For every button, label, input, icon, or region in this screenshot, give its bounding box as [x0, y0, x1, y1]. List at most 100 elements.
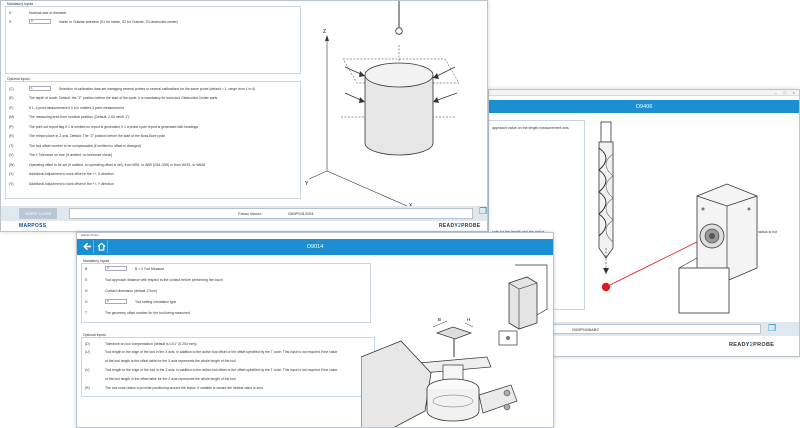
parameter-code: G	[85, 299, 88, 304]
close-button[interactable]: ×	[792, 90, 795, 95]
macro-label: Fanuc Macro	[238, 211, 262, 216]
macro-name: G65P9312051	[288, 211, 314, 216]
tool-setter-drawing	[598, 121, 758, 314]
input-row: G 0 Tool setting orientation type	[85, 299, 176, 304]
input-row: of the tool length is the offset table f…	[85, 359, 236, 364]
parameter-code: (R)	[85, 385, 90, 390]
ready-probe-logo: READY2PROBE	[729, 342, 775, 348]
parameter-description: Tool length to the edge of the tool in t…	[105, 367, 338, 372]
parameter-select[interactable]: 3	[29, 19, 51, 24]
parameter-code: (C)	[9, 86, 14, 91]
parameter-description: The geometry offset number for the tool …	[105, 310, 190, 315]
input-row: T The geometry offset number for the tool…	[85, 310, 190, 315]
dimension-h-label: H	[467, 317, 470, 322]
boss-cylinder-drawing: Z X Y	[305, 1, 460, 209]
input-row: (V)Tool length to the edge of the tool i…	[85, 367, 337, 372]
window-chrome: – □ ×	[489, 90, 799, 96]
home-button[interactable]	[95, 240, 108, 253]
parameter-description: Operating offset to be set (if omitted, …	[29, 162, 206, 167]
input-row: (Y)Additional Adjustment to work offset …	[9, 181, 114, 186]
parameter-code: S	[9, 19, 12, 24]
input-row: (C) 1 Selection of calibration data set ma…	[9, 86, 255, 91]
parameter-description: The tool nose radius to provide position…	[105, 385, 265, 390]
axis-y-label: Y	[305, 181, 309, 187]
parameter-code: (E)	[9, 96, 14, 100]
maximize-button[interactable]: □	[783, 90, 786, 95]
parameter-description: Additional Adjustment to work offset in …	[29, 172, 114, 176]
mandatory-inputs-label: Mandatory Inputs	[7, 2, 34, 6]
window-o9014: Mazak Probe O9014 Mandatory Inputs B 0 B =…	[76, 232, 554, 428]
window-boss-bore: Mandatory Inputs D Nominal size or diamet…	[0, 0, 488, 232]
axis-z-label: Z	[323, 29, 326, 35]
parameter-code: (D)	[85, 341, 90, 346]
dimension-b-label: B	[438, 317, 441, 322]
title-bar: O9406	[489, 100, 799, 113]
parameter-description: Tool length in the edge of the tool in t…	[105, 350, 338, 355]
parameter-description: The measuring area from nominal position…	[29, 115, 130, 119]
input-row: (X) Additional Adjustment to work offset …	[9, 172, 114, 177]
back-button[interactable]	[81, 240, 94, 253]
mandatory-inputs-label: Mandatory Inputs	[83, 259, 110, 263]
parameter-code: (Y)	[9, 181, 14, 186]
input-row: (T)The tool offset number to be compensa…	[9, 143, 141, 148]
menu-label: Mazak Probe	[81, 233, 99, 237]
parameter-description: Selection of calibration data set managi…	[59, 86, 256, 91]
input-row: (M) The measuring area from nominal posit…	[9, 115, 129, 120]
parameter-description: of the tool length in the offset table f…	[105, 376, 236, 381]
insert-close-button[interactable]: INSERT CLOSE	[19, 208, 57, 219]
parameter-description: Tool setting orientation type	[135, 299, 177, 304]
parameter-code: E	[85, 277, 88, 282]
parameter-description: of the tool length is the offset table f…	[105, 359, 236, 364]
parameter-description: If 1, 4 point measurement if 0 it is omi…	[29, 105, 124, 110]
macro-name-field[interactable]: G65P9406ABC	[539, 324, 761, 334]
parameter-select[interactable]: 0	[105, 299, 127, 304]
parameter-description: Tolerance on tool compensation (default …	[105, 341, 197, 346]
parameter-code: (V)	[9, 153, 14, 157]
parameter-code: D	[9, 10, 12, 15]
parameter-code: (R)	[9, 134, 14, 138]
parameter-description: The depth of touch. Default: the "Z" pos…	[29, 96, 219, 100]
parameter-select[interactable]: 0	[105, 266, 127, 271]
document-icon[interactable]: ❐	[479, 206, 488, 216]
input-row: (R) The tool nose radius to provide posit…	[85, 385, 264, 390]
parameter-code: (F)	[9, 105, 14, 110]
window-title: O9406	[635, 103, 653, 110]
parameter-description: The retract plane in Z axis. Default: Th…	[29, 134, 166, 138]
input-row: (D) Tolerance on tool compensation (defau…	[85, 341, 197, 346]
approach-note: approach value on the length measurement…	[492, 126, 569, 130]
ready-probe-logo: READY2PROBE	[439, 223, 481, 229]
parameter-description: Inside or Outside selection (S1 for Insi…	[59, 19, 178, 24]
document-icon[interactable]: ❐	[768, 323, 777, 333]
home-icon	[97, 242, 105, 251]
parameter-description: The print out report flag If 1 is omitte…	[29, 124, 199, 129]
input-row: of the tool length in the offset table f…	[85, 376, 236, 381]
input-row: (U) Tool length in the edge of the tool i…	[85, 350, 337, 355]
optional-inputs-label: Optional Inputs	[7, 77, 30, 81]
arrow-left-icon	[82, 242, 91, 251]
parameter-description: Nominal size or diameter	[29, 10, 67, 15]
parameter-code: T	[85, 310, 88, 315]
input-row: S 3 Inside or Outside selection (S1 for In…	[9, 19, 178, 24]
parameter-code: (M)	[9, 115, 15, 119]
parameter-code: (P)	[9, 124, 14, 129]
macro-field[interactable]: Fanuc Macro G65P9312051	[69, 208, 473, 219]
lathe-tool-setter-drawing: B H	[361, 264, 548, 427]
parameter-code: (W)	[9, 162, 15, 167]
radius-note: tool radius is not	[751, 230, 778, 234]
parameter-select[interactable]: 1	[29, 86, 51, 91]
parameter-description: Contact dimension (default 17mm)	[105, 288, 157, 293]
minimize-button[interactable]: –	[774, 90, 777, 95]
parameter-code: (U)	[85, 350, 90, 355]
input-row: (W) Operating offset to be set (if omitte…	[9, 162, 205, 167]
parameter-description: B = 0 Tool Measure	[135, 266, 165, 271]
window-title: O9014	[306, 244, 324, 250]
input-row: (V) The ± Tolerance on size (if omitted, …	[9, 153, 112, 158]
parameter-description: The ± Tolerance on size (if omitted, no …	[29, 153, 113, 157]
title-bar: O9014	[77, 239, 553, 255]
parameter-code: (T)	[9, 143, 14, 148]
parameter-code: (X)	[9, 172, 14, 176]
